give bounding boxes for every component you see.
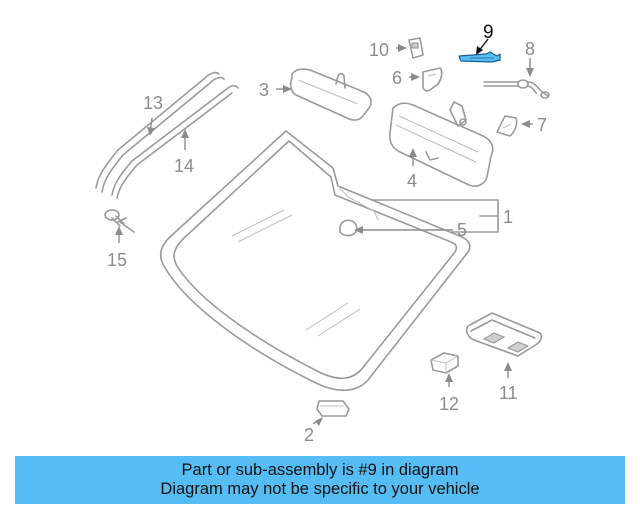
callout-4[interactable]: 4 <box>407 171 417 191</box>
callout-8[interactable]: 8 <box>525 39 535 59</box>
part-15-stud-clip[interactable] <box>104 209 135 243</box>
part-4-inside-mirror[interactable] <box>389 101 494 187</box>
callout-7[interactable]: 7 <box>537 115 547 135</box>
part-7-cover[interactable] <box>496 115 533 137</box>
callout-10[interactable]: 10 <box>369 40 389 60</box>
part-5-mirror-button[interactable] <box>339 219 453 237</box>
callout-15[interactable]: 15 <box>107 250 127 270</box>
part-11-sensor-module[interactable] <box>465 312 543 378</box>
callout-3[interactable]: 3 <box>259 80 269 100</box>
callout-13[interactable]: 13 <box>143 93 163 113</box>
part-12-block[interactable] <box>430 352 459 387</box>
part-info-banner: Part or sub-assembly is #9 in diagram Di… <box>15 456 625 504</box>
callout-5[interactable]: 5 <box>457 220 467 240</box>
part-13-molding[interactable] <box>95 71 225 193</box>
part-1-windshield-glass[interactable] <box>159 130 499 392</box>
part-10-clip[interactable] <box>396 37 424 59</box>
banner-part-line: Part or sub-assembly is #9 in diagram <box>181 461 459 479</box>
callout-12[interactable]: 12 <box>439 394 459 414</box>
callout-2[interactable]: 2 <box>304 425 314 445</box>
callout-14[interactable]: 14 <box>174 156 194 176</box>
callout-11[interactable]: 11 <box>499 383 518 403</box>
part-14-molding[interactable] <box>111 84 239 199</box>
part-8-harness[interactable] <box>483 58 550 99</box>
callout-6[interactable]: 6 <box>392 68 402 88</box>
exploded-parts-diagram: 13 14 15 1 5 <box>95 22 550 445</box>
callout-1[interactable]: 1 <box>503 207 513 227</box>
banner-disclaimer-line: Diagram may not be specific to your vehi… <box>160 480 480 498</box>
part-2-block[interactable] <box>312 400 350 426</box>
part-9-bracket-highlighted[interactable] <box>458 38 501 63</box>
callout-9[interactable]: 9 <box>483 22 494 43</box>
part-6-cover[interactable] <box>409 67 443 92</box>
part-3-inside-mirror[interactable] <box>276 68 372 121</box>
